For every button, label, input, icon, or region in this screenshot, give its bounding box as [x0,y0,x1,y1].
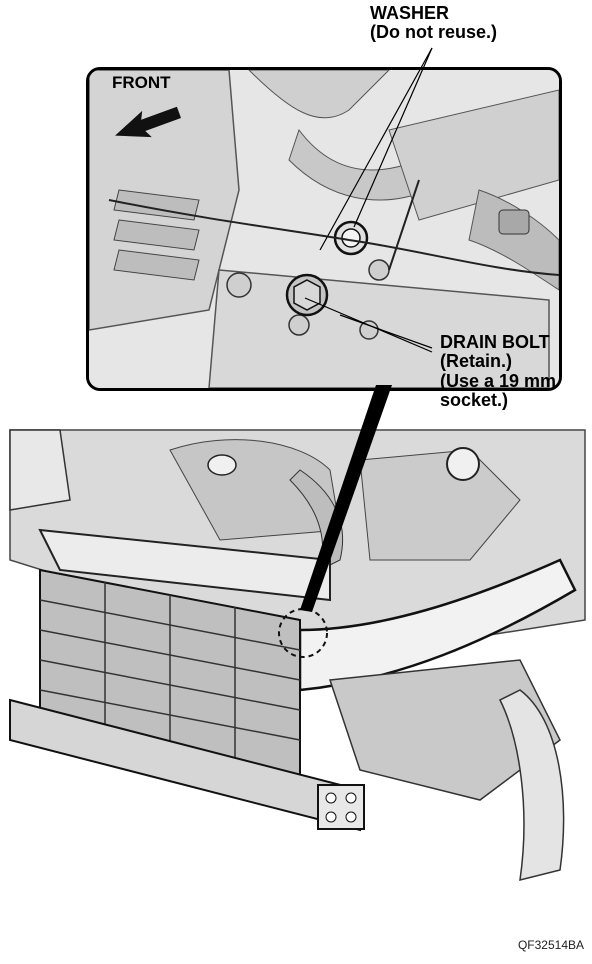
drain-bolt-line4: socket.) [440,390,509,411]
drain-bolt-line3: (Use a 19 mm [440,370,557,391]
drain-bolt-line1: DRAIN BOLT [440,332,550,352]
washer-label-line2: (Do not reuse.) [370,22,498,43]
washer-label-line1: WASHER [370,3,450,23]
drain-bolt-line2: (Retain.) [440,351,512,372]
detail-inset [86,67,562,391]
front-label: FRONT [112,73,171,92]
washer-label: WASHER(Do not reuse.) [370,3,498,43]
inset-illustration [89,70,559,388]
drain-bolt-label: DRAIN BOLT (Retain.) (Use a 19 mm socket… [440,332,557,411]
figure-id: QF32514BA [517,938,584,952]
